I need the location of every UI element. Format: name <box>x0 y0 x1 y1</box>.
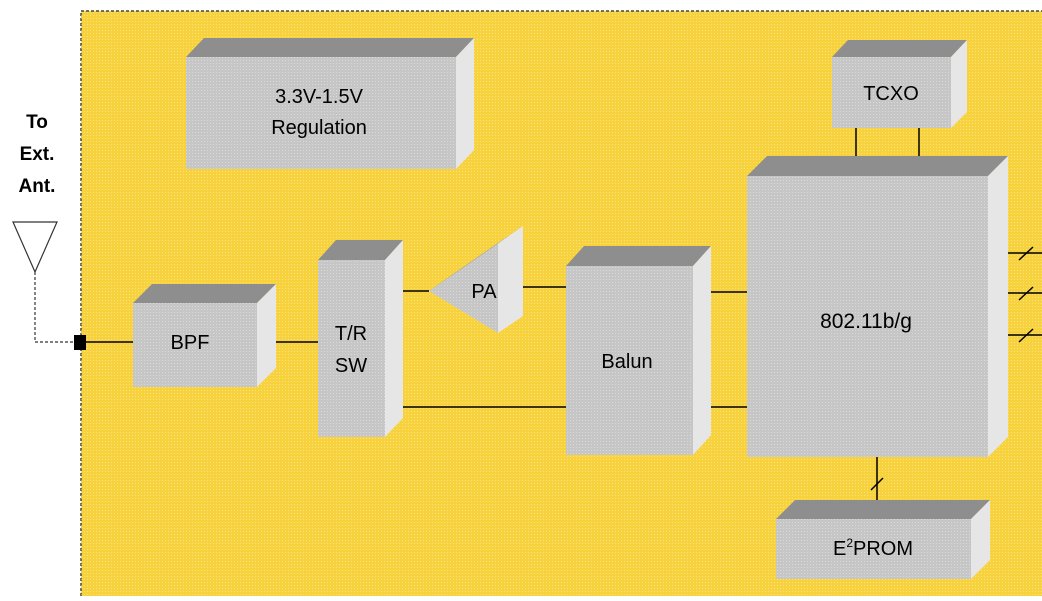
tr-switch-label-line-1: T/R <box>335 323 367 345</box>
antenna-icon <box>12 221 76 343</box>
tr-switch-block: T/R SW <box>318 240 403 437</box>
pa-amplifier: PA <box>429 226 523 333</box>
bpf-block: BPF <box>133 284 276 387</box>
baseband-label: 802.11b/g <box>820 310 912 333</box>
signal-lines <box>86 128 1042 513</box>
eeprom-label-prefix: E <box>833 538 846 560</box>
regulator-label-line-1: 3.3V-1.5V <box>275 86 364 108</box>
tcxo-label: TCXO <box>863 83 919 105</box>
eeprom-block: E2PROM <box>776 500 990 579</box>
balun-block: Balun <box>566 246 711 455</box>
regulator-block: 3.3V-1.5V Regulation <box>186 38 474 169</box>
baseband-chip-block: 802.11b/g <box>747 156 1008 457</box>
tr-switch-label-line-2: SW <box>335 355 367 377</box>
antenna-label-line-1: To <box>26 112 48 133</box>
balun-label: Balun <box>601 351 652 373</box>
regulator-label-line-2: Regulation <box>271 117 367 139</box>
eeprom-label-suffix: PROM <box>853 538 913 560</box>
antenna-label-line-3: Ant. <box>19 176 56 197</box>
antenna-label-line-2: Ext. <box>20 144 55 165</box>
tcxo-block: TCXO <box>832 40 967 128</box>
antenna-label: To Ext. Ant. <box>19 112 56 197</box>
antenna-connector <box>74 335 86 350</box>
eeprom-label: E2PROM <box>833 536 913 560</box>
bpf-label: BPF <box>171 332 210 354</box>
pa-label: PA <box>471 281 497 303</box>
eeprom-label-superscript: 2 <box>846 536 853 550</box>
